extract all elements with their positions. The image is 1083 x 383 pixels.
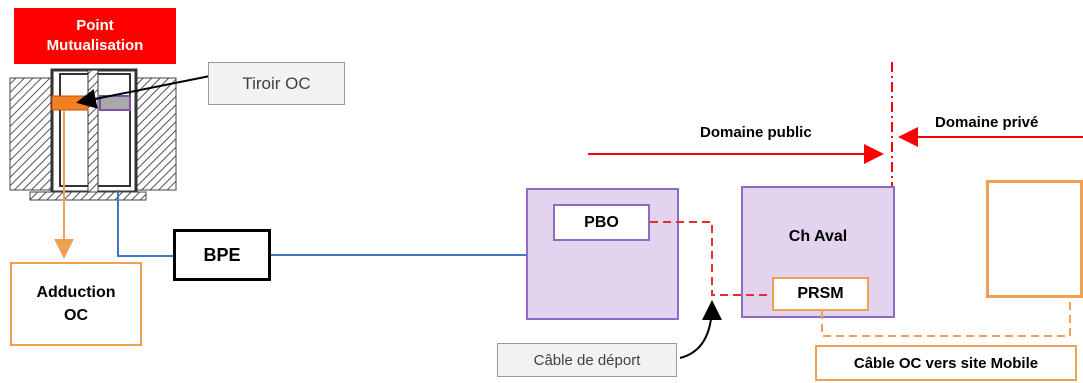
pbo-box: PBO xyxy=(553,204,650,241)
ch-aval-label: Ch Aval xyxy=(788,228,848,245)
prsm-box: PRSM xyxy=(772,277,869,311)
cable-deport-label: Câble de déport xyxy=(497,343,677,377)
site-mobile-frame xyxy=(986,180,1083,298)
adduction-oc-box: Adduction OC xyxy=(10,262,142,346)
domaine-prive-label: Domaine privé xyxy=(935,114,1039,131)
bpe-box: BPE xyxy=(173,229,271,281)
domaine-public-label: Domaine public xyxy=(700,124,812,141)
rack-cabinet-icon xyxy=(9,68,177,201)
cable-oc-label: Câble OC vers site Mobile xyxy=(815,345,1077,381)
point-mutualisation-label: Point Mutualisation xyxy=(14,8,176,64)
tiroir-pointer-arrow xyxy=(76,75,211,109)
fiber-pm-to-bpe xyxy=(117,190,176,257)
tiroir-oc-label: Tiroir OC xyxy=(208,62,345,105)
